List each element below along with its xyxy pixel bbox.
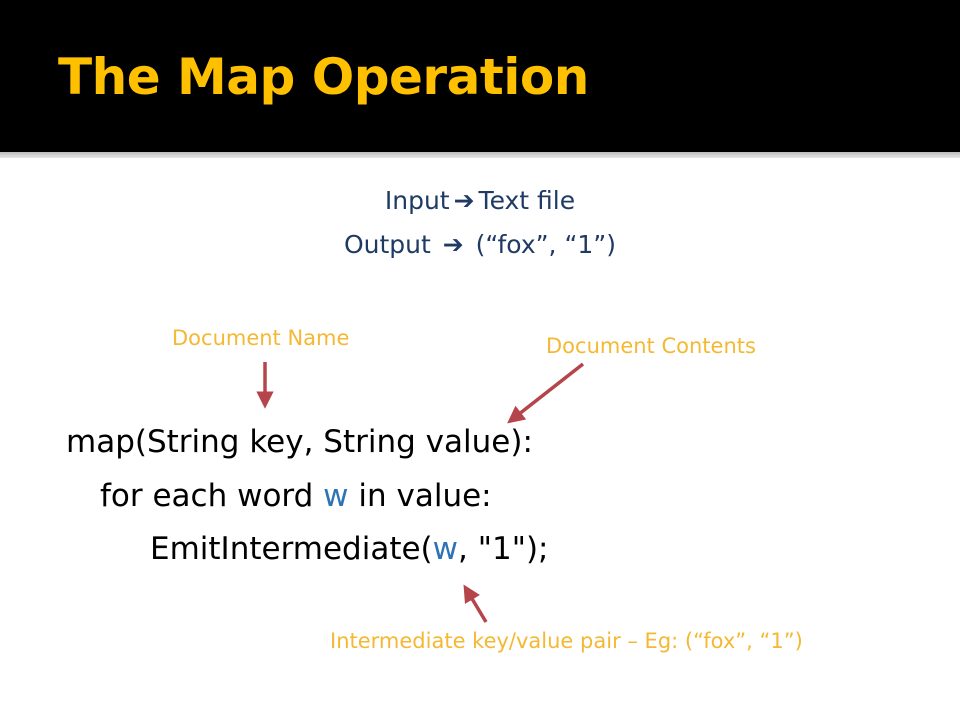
- output-value: (“fox”, “1”): [475, 230, 617, 259]
- output-label: Output: [343, 230, 431, 259]
- code-variable-w: w: [323, 478, 349, 514]
- code-line-3: EmitIntermediate(w, "1");: [150, 531, 549, 567]
- code-text: in value:: [348, 478, 492, 514]
- code-text: , "1");: [458, 531, 549, 567]
- annotation-document-name: Document Name: [172, 326, 350, 350]
- code-line-1: map(String key, String value):: [66, 424, 533, 460]
- bold-right-arrow-icon: ➔: [453, 186, 475, 215]
- annotation-document-contents: Document Contents: [546, 334, 756, 358]
- output-line: Output ➔ (“fox”, “1”): [0, 230, 960, 259]
- input-label: Input: [384, 186, 450, 215]
- slide-title: The Map Operation: [58, 48, 589, 106]
- code-line-2: for each word w in value:: [100, 478, 492, 514]
- title-bar: [0, 0, 960, 152]
- code-text: for each word: [100, 478, 324, 514]
- input-value: Text file: [478, 186, 576, 215]
- code-text: EmitIntermediate(: [150, 531, 433, 567]
- bold-right-arrow-icon: ➔: [442, 230, 464, 259]
- input-line: Input➔Text file: [0, 186, 960, 215]
- annotation-intermediate-pair: Intermediate key/value pair – Eg: (“fox”…: [330, 629, 803, 653]
- arrow-document-contents: [507, 362, 585, 424]
- title-divider: [0, 152, 960, 158]
- code-variable-w: w: [432, 531, 459, 567]
- arrow-intermediate-pair: [463, 584, 488, 623]
